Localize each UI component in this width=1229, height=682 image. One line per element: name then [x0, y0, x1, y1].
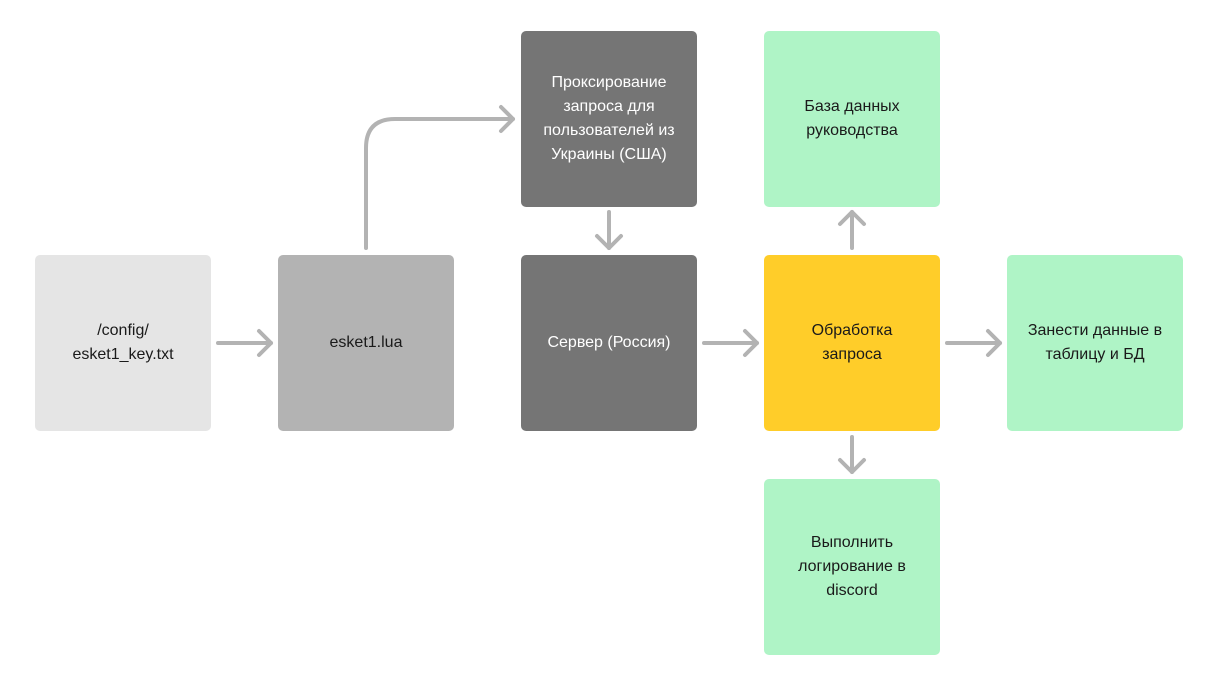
arrow-lua-to-proxy	[364, 105, 515, 250]
node-config-file: /config/ esket1_key.txt	[35, 255, 211, 431]
node-lua-script-label: esket1.lua	[329, 334, 403, 351]
arrow-server-to-process	[702, 329, 759, 357]
arrow-process-to-db	[838, 210, 866, 250]
node-server: Сервер (Россия)	[521, 255, 697, 431]
node-process-request: Обработка запроса	[764, 255, 940, 431]
arrow-process-to-table	[945, 329, 1002, 357]
arrow-config-to-lua	[216, 329, 273, 357]
node-discord-logging-label: Выполнить логирование в discord	[798, 534, 906, 599]
node-store-data: Занести данные в таблицу и БД	[1007, 255, 1183, 431]
node-server-label: Сервер (Россия)	[547, 334, 671, 351]
node-management-db-label: База данных руководства	[804, 98, 900, 139]
node-config-file-label: /config/ esket1_key.txt	[72, 322, 174, 363]
node-proxy: Проксирование запроса для пользователей …	[521, 31, 697, 207]
node-discord-logging: Выполнить логирование в discord	[764, 479, 940, 655]
node-management-db: База данных руководства	[764, 31, 940, 207]
node-process-request-label: Обработка запроса	[811, 322, 893, 363]
node-lua-script: esket1.lua	[278, 255, 454, 431]
arrow-process-to-log	[838, 435, 866, 474]
node-proxy-label: Проксирование запроса для пользователей …	[543, 74, 675, 163]
node-store-data-label: Занести данные в таблицу и БД	[1027, 322, 1163, 363]
arrow-proxy-to-server	[595, 210, 623, 250]
